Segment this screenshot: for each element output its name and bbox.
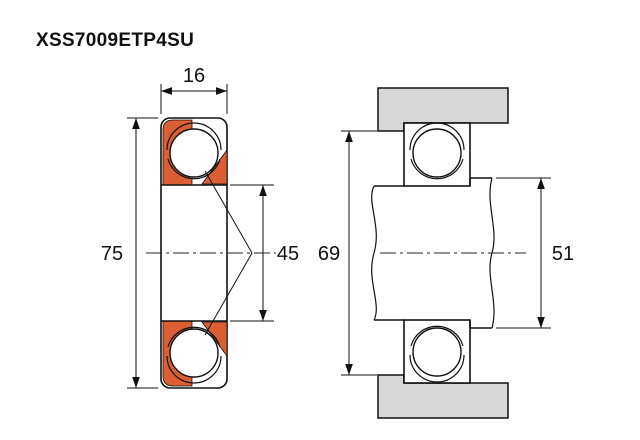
shaft-break-line-left [371, 185, 377, 321]
outer-diameter-value: 75 [101, 243, 123, 265]
cage-segment-top-right [201, 148, 228, 185]
raceway-arc-bottom-outer [409, 354, 465, 383]
width-value: 16 [183, 65, 205, 87]
raceway-arc-top-outer [409, 122, 465, 151]
dimension-shaft-abutment: 51 [496, 177, 574, 329]
ball-top [169, 128, 219, 178]
contact-angle-line-top [204, 170, 253, 254]
raceway-arc-bottom-outer [166, 355, 222, 384]
ball-bottom [169, 328, 219, 378]
housing-abutment-value: 69 [318, 243, 340, 265]
raceway-arc-top-outer [166, 122, 222, 151]
part-number-label: XSS7009ETP4SU [36, 30, 194, 51]
ball-bottom [412, 327, 462, 377]
raceway-arc-top-inner [167, 158, 221, 180]
cage-segment-bottom-right [201, 321, 228, 358]
bore-diameter-value: 45 [277, 243, 299, 265]
raceway-arc-bottom-inner [167, 326, 221, 348]
mounted-view [371, 87, 526, 419]
front-view [146, 117, 276, 389]
raceway-arc-top-inner [410, 158, 464, 180]
dimension-bore-diameter: 45 [230, 184, 299, 322]
raceway-arc-bottom-inner [410, 325, 464, 347]
dimension-outer-diameter: 75 [101, 117, 158, 389]
dimension-width: 16 [160, 65, 228, 114]
shaft-abutment-value: 51 [552, 243, 574, 265]
ball-top [412, 128, 462, 178]
dimension-housing-abutment: 69 [318, 130, 377, 376]
contact-angle-line-bottom [204, 252, 253, 336]
